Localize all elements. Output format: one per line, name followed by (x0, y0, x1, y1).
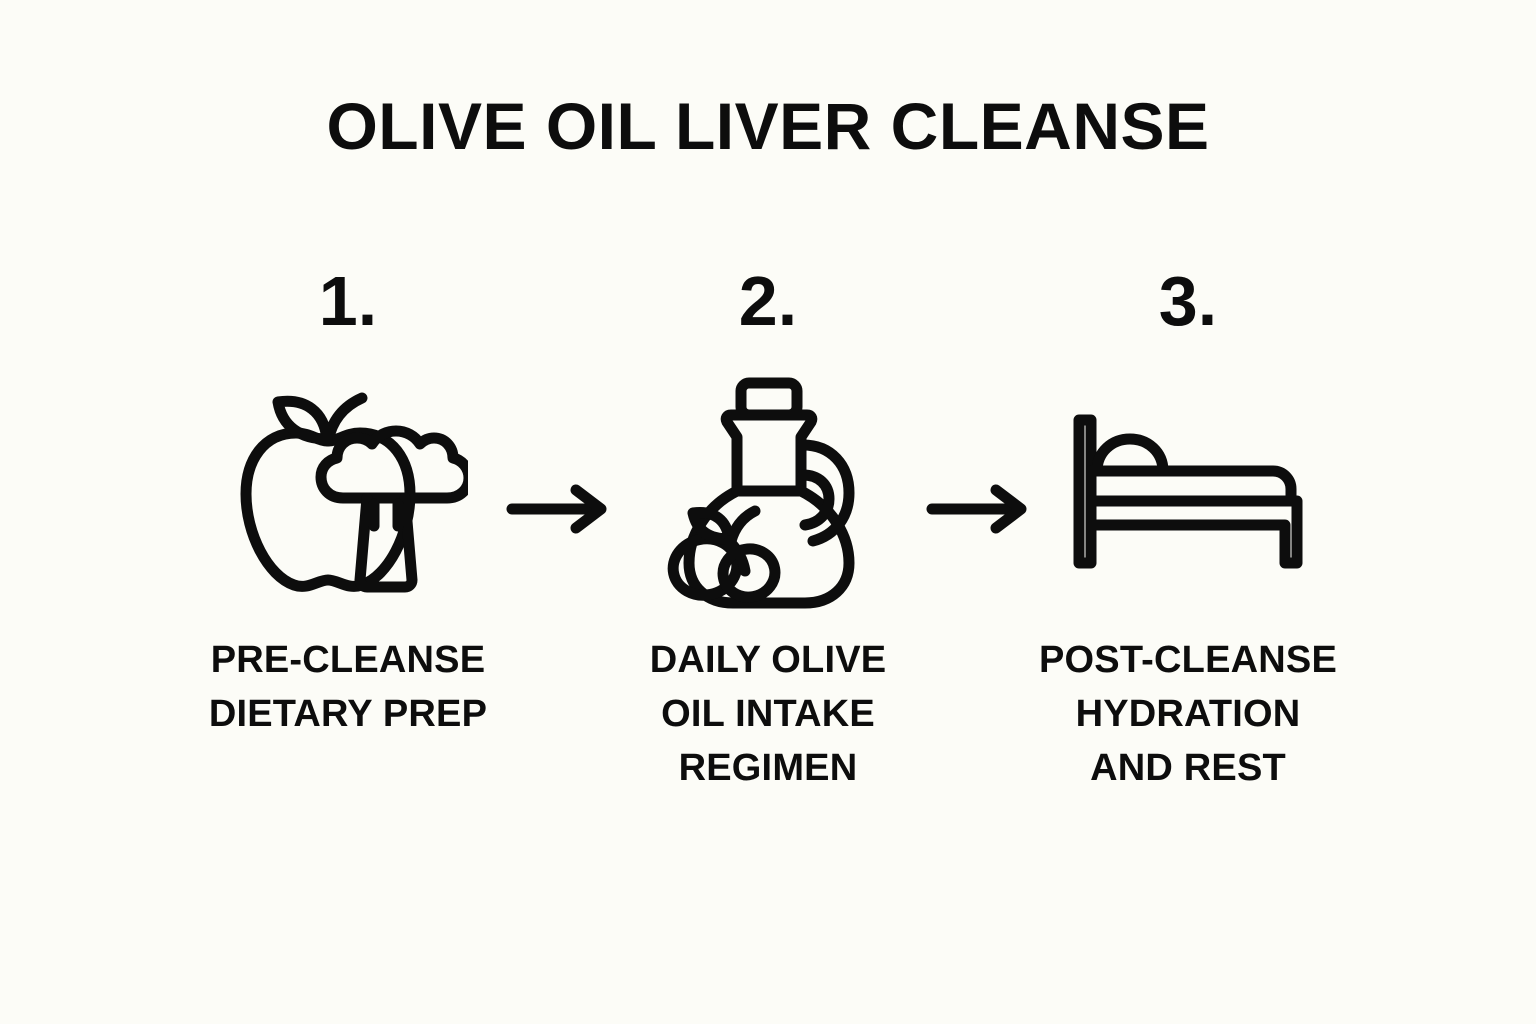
step-3-label: POST-CLEANSE HYDRATION AND REST (1039, 639, 1337, 789)
page-title: OLIVE OIL LIVER CLEANSE (326, 89, 1210, 163)
steps-row: 1. PRE-CLEANSE DIET (0, 260, 1536, 860)
olive-oil-jug-icon (638, 366, 898, 616)
step-3-number: 3. (1158, 262, 1218, 340)
step-1: 1. PRE-CLEANSE DIET (198, 260, 498, 742)
arrow-right-icon-2 (918, 260, 1038, 536)
bed-icon (1058, 366, 1318, 616)
step-2-number: 2. (738, 262, 798, 340)
step-2: 2. (618, 260, 918, 796)
step-1-label: PRE-CLEANSE DIETARY PREP (208, 639, 488, 735)
step-2-label: DAILY OLIVE OIL INTAKE REGIMEN (649, 639, 887, 789)
step-1-number: 1. (318, 262, 378, 340)
step-3: 3. POST-CLEANSE HYDRATION AND REST (1038, 260, 1338, 796)
arrow-right-icon (498, 260, 618, 536)
apple-broccoli-icon (218, 366, 478, 616)
